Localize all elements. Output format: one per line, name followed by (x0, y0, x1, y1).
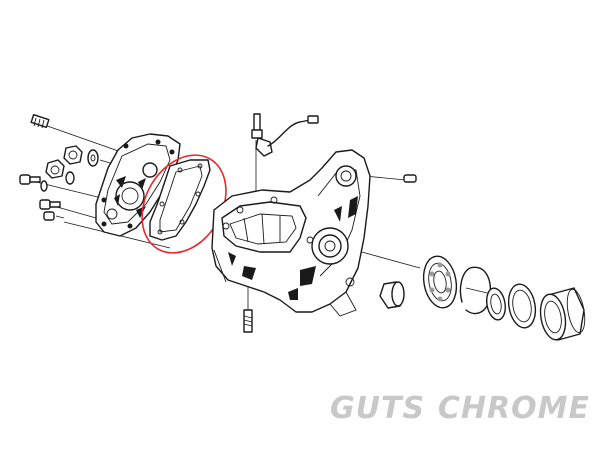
nut-upper (63, 145, 83, 165)
plug-lower-left (43, 211, 65, 221)
washer-lower (65, 171, 75, 185)
side-cover (95, 133, 181, 237)
guts-chrome-logo: GUTS CHROME (330, 388, 590, 428)
drive-sleeve (539, 287, 586, 341)
washer-left (40, 180, 48, 192)
gasket (149, 159, 211, 241)
ball-bearing (422, 255, 458, 309)
bolt-lower-left (39, 199, 61, 210)
logo-text-left: GUTS (330, 390, 426, 426)
roller-bushing (379, 281, 405, 309)
bolt-top-left (30, 114, 50, 129)
feather-icon (431, 407, 432, 409)
sensor (251, 113, 319, 157)
transmission-case (211, 149, 371, 317)
stud-bottom (243, 309, 253, 333)
logo-text-right: CHROME (437, 390, 590, 426)
oil-seal (507, 283, 537, 329)
thrust-washer (486, 287, 506, 321)
dowel-pin (403, 174, 417, 183)
washer-upper (87, 149, 99, 167)
bolt-left (19, 174, 41, 185)
nut-lower (45, 159, 65, 179)
